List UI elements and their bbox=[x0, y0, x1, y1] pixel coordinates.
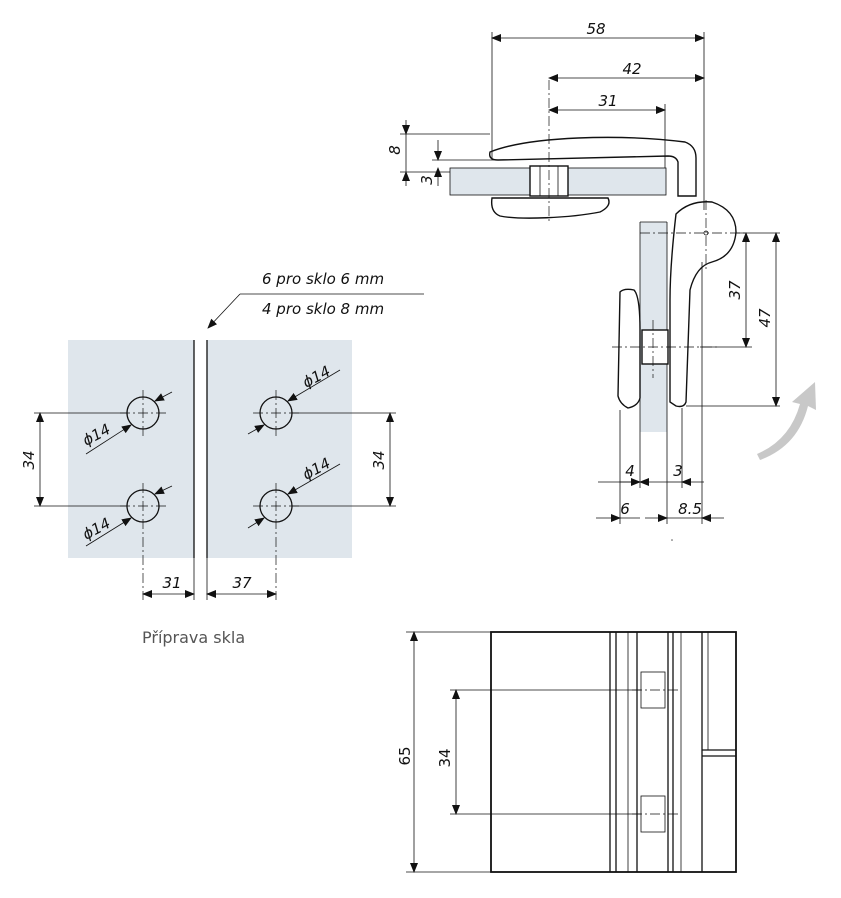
dim-34-left: 34 bbox=[20, 450, 38, 469]
dim-3-bottom: 3 bbox=[673, 462, 683, 480]
hinge-knuckle bbox=[669, 201, 737, 408]
dim-58: 58 bbox=[586, 20, 605, 38]
section-view: 58 42 31 8 3 37 47 4 3 6 8.5 bbox=[386, 20, 816, 541]
dim-34-right: 34 bbox=[370, 450, 388, 469]
upper-clamp bbox=[488, 136, 697, 197]
dim-37-prep: 37 bbox=[232, 574, 252, 592]
gap-note-line1: 6 pro sklo 6 mm bbox=[262, 270, 384, 288]
dim-34-front: 34 bbox=[436, 748, 454, 767]
dim-3-left: 3 bbox=[418, 175, 436, 185]
caption: Příprava skla bbox=[142, 628, 245, 647]
dim-31: 31 bbox=[598, 92, 617, 110]
dim-31-prep: 31 bbox=[162, 574, 181, 592]
vertical-glass bbox=[640, 222, 667, 432]
outer-pad bbox=[617, 288, 641, 409]
glass-preparation: ϕ14 ϕ14 ϕ14 ϕ14 34 34 31 37 6 pro sklo 6… bbox=[20, 270, 424, 647]
dim-6: 6 bbox=[620, 500, 630, 518]
dim-47: 47 bbox=[756, 308, 774, 328]
curved-arrow-icon bbox=[757, 382, 816, 460]
dim-37: 37 bbox=[726, 280, 744, 300]
dim-65: 65 bbox=[396, 746, 414, 765]
lower-plate bbox=[490, 197, 610, 219]
dim-42: 42 bbox=[622, 60, 641, 78]
gap-note-line2: 4 pro sklo 8 mm bbox=[262, 300, 384, 318]
dim-8-5: 8.5 bbox=[678, 500, 702, 518]
dim-4: 4 bbox=[625, 462, 635, 480]
front-view: 65 34 bbox=[396, 631, 737, 873]
dim-8: 8 bbox=[386, 145, 404, 155]
